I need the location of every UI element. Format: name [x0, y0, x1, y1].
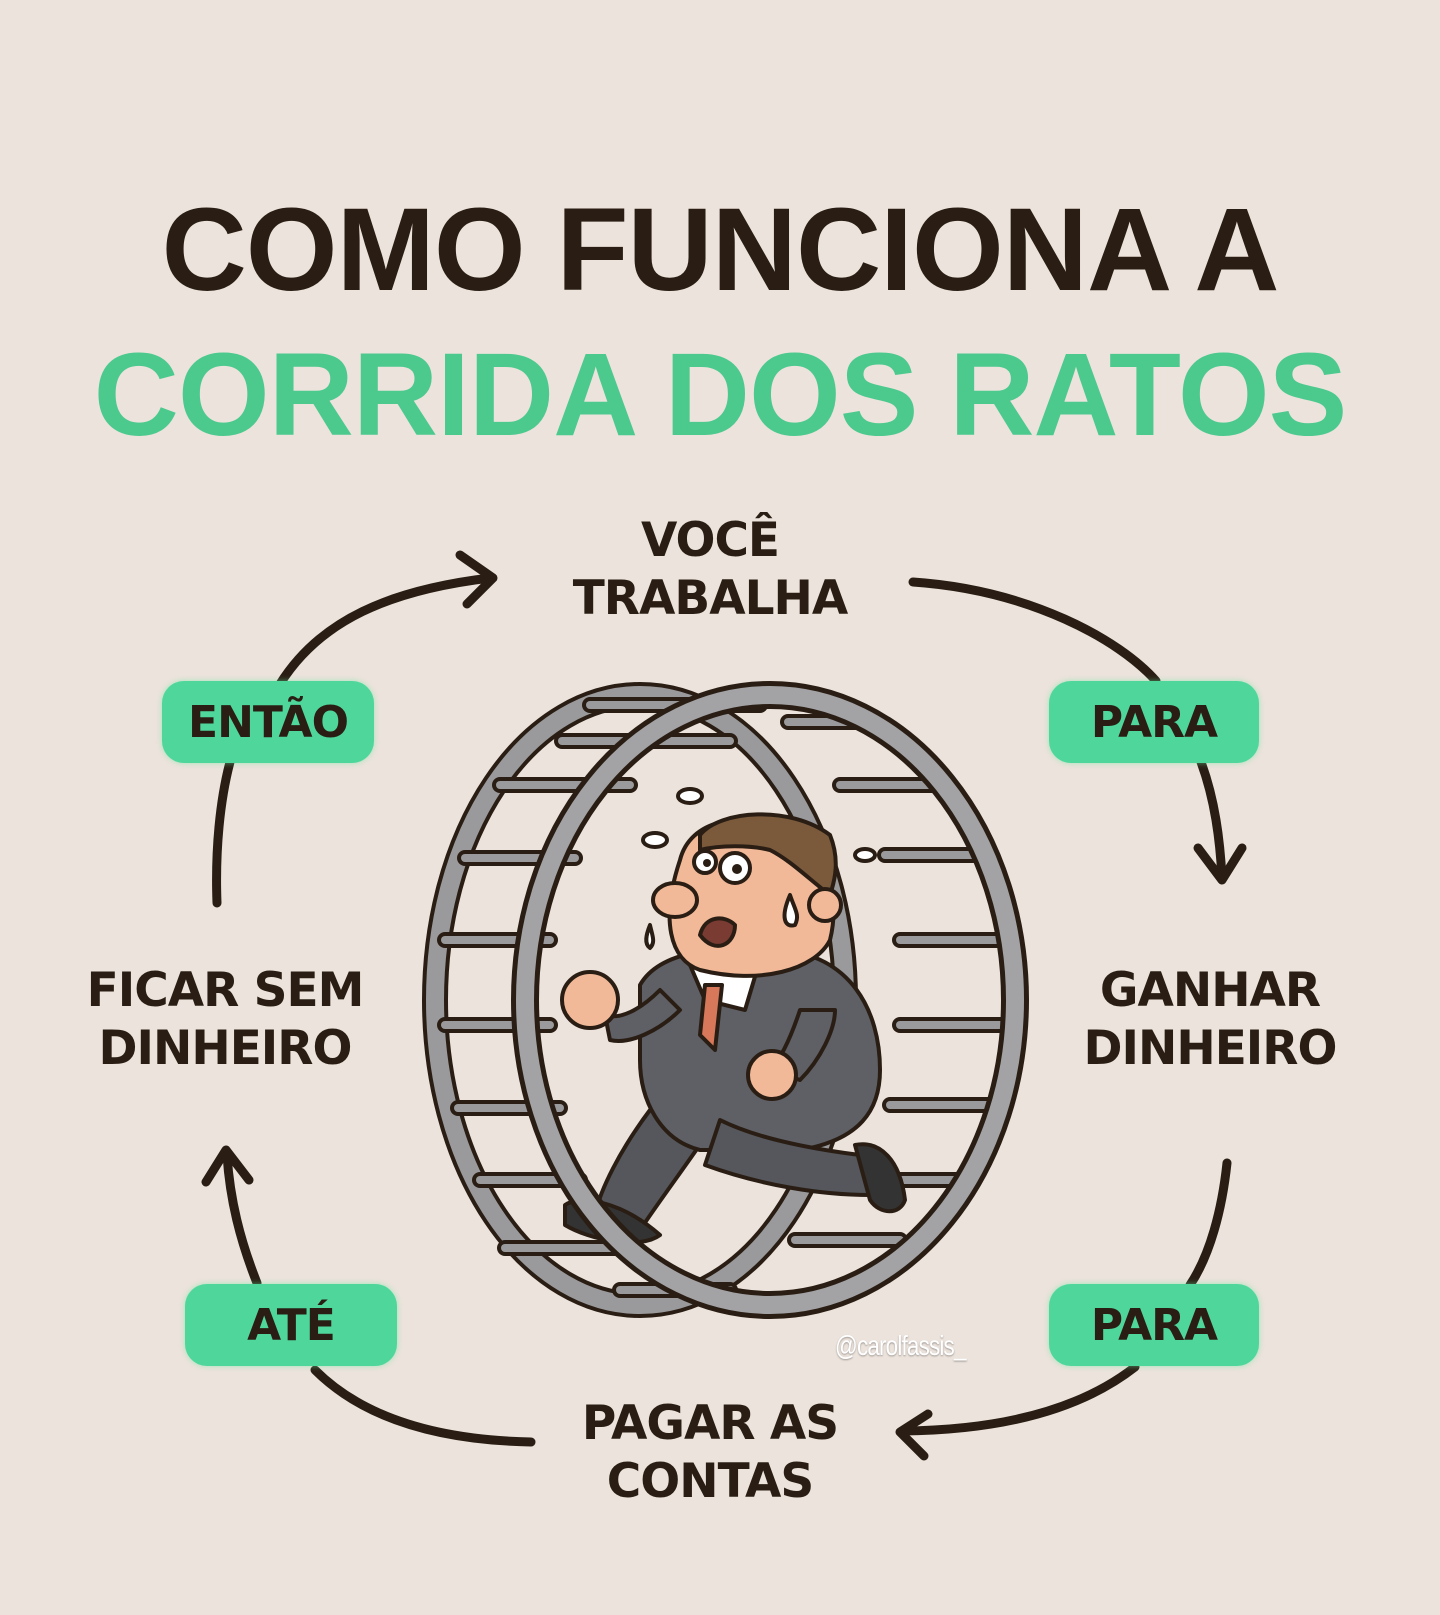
arrowhead-left-up — [201, 1145, 254, 1187]
wheel-front-ring — [511, 681, 1029, 1319]
arrow-top-left — [275, 573, 495, 689]
back-arm — [603, 988, 682, 1043]
step-line: FICAR SEM — [86, 963, 365, 1018]
nose — [651, 881, 699, 919]
sweat-drop — [782, 893, 800, 928]
ear — [807, 887, 843, 923]
step-line: DINHEIRO — [98, 1021, 353, 1076]
arrowhead-top-left — [455, 550, 498, 609]
front-fist — [746, 1049, 798, 1101]
tie — [698, 983, 724, 1052]
sweat-drop — [676, 787, 704, 805]
step-line: PAGAR AS — [581, 1396, 839, 1451]
arrow-right-down — [1196, 757, 1227, 883]
arrow-left-stem — [212, 757, 235, 908]
arrowhead-bottom-right — [895, 1409, 933, 1461]
step-ganhar-dinheiro: GANHAR DINHEIRO — [1045, 962, 1375, 1078]
title-line-2: CORRIDA DOS RATOS — [93, 329, 1348, 461]
step-line: TRABALHA — [572, 571, 848, 626]
sweat-drop — [853, 847, 877, 863]
step-ficar-sem-dinheiro: FICAR SEM DINHEIRO — [70, 962, 380, 1078]
badge-entao: ENTÃO — [162, 681, 374, 763]
badge-para-bottom: PARA — [1049, 1284, 1259, 1366]
watermark-handle: @carolfassis_ — [835, 1330, 966, 1361]
arrow-right-lower — [1185, 1158, 1232, 1290]
businessman-figure — [560, 787, 907, 1245]
step-pagar-as-contas: PAGAR AS CONTAS — [545, 1395, 875, 1511]
step-line: GANHAR — [1099, 963, 1321, 1018]
step-line: DINHEIRO — [1083, 1021, 1338, 1076]
arrow-left-up — [222, 1150, 262, 1288]
mouth — [698, 916, 737, 948]
sweat-drop — [644, 923, 656, 950]
arrowhead-right-down — [1193, 843, 1247, 885]
step-line: VOCÊ — [640, 513, 780, 568]
arrow-bottom-left — [310, 1365, 536, 1447]
back-fist — [560, 970, 620, 1030]
title-line-1: COMO FUNCIONA A — [161, 184, 1280, 316]
step-line: CONTAS — [606, 1454, 814, 1509]
badge-ate: ATÉ — [185, 1284, 397, 1366]
arrow-top-right — [908, 577, 1161, 686]
sweat-drop — [641, 831, 669, 849]
step-voce-trabalha: VOCÊ TRABALHA — [520, 512, 900, 628]
suit-body — [638, 946, 882, 1152]
arrow-bottom-right — [898, 1362, 1140, 1436]
badge-para-top: PARA — [1049, 681, 1259, 763]
front-shoe — [853, 1142, 907, 1214]
